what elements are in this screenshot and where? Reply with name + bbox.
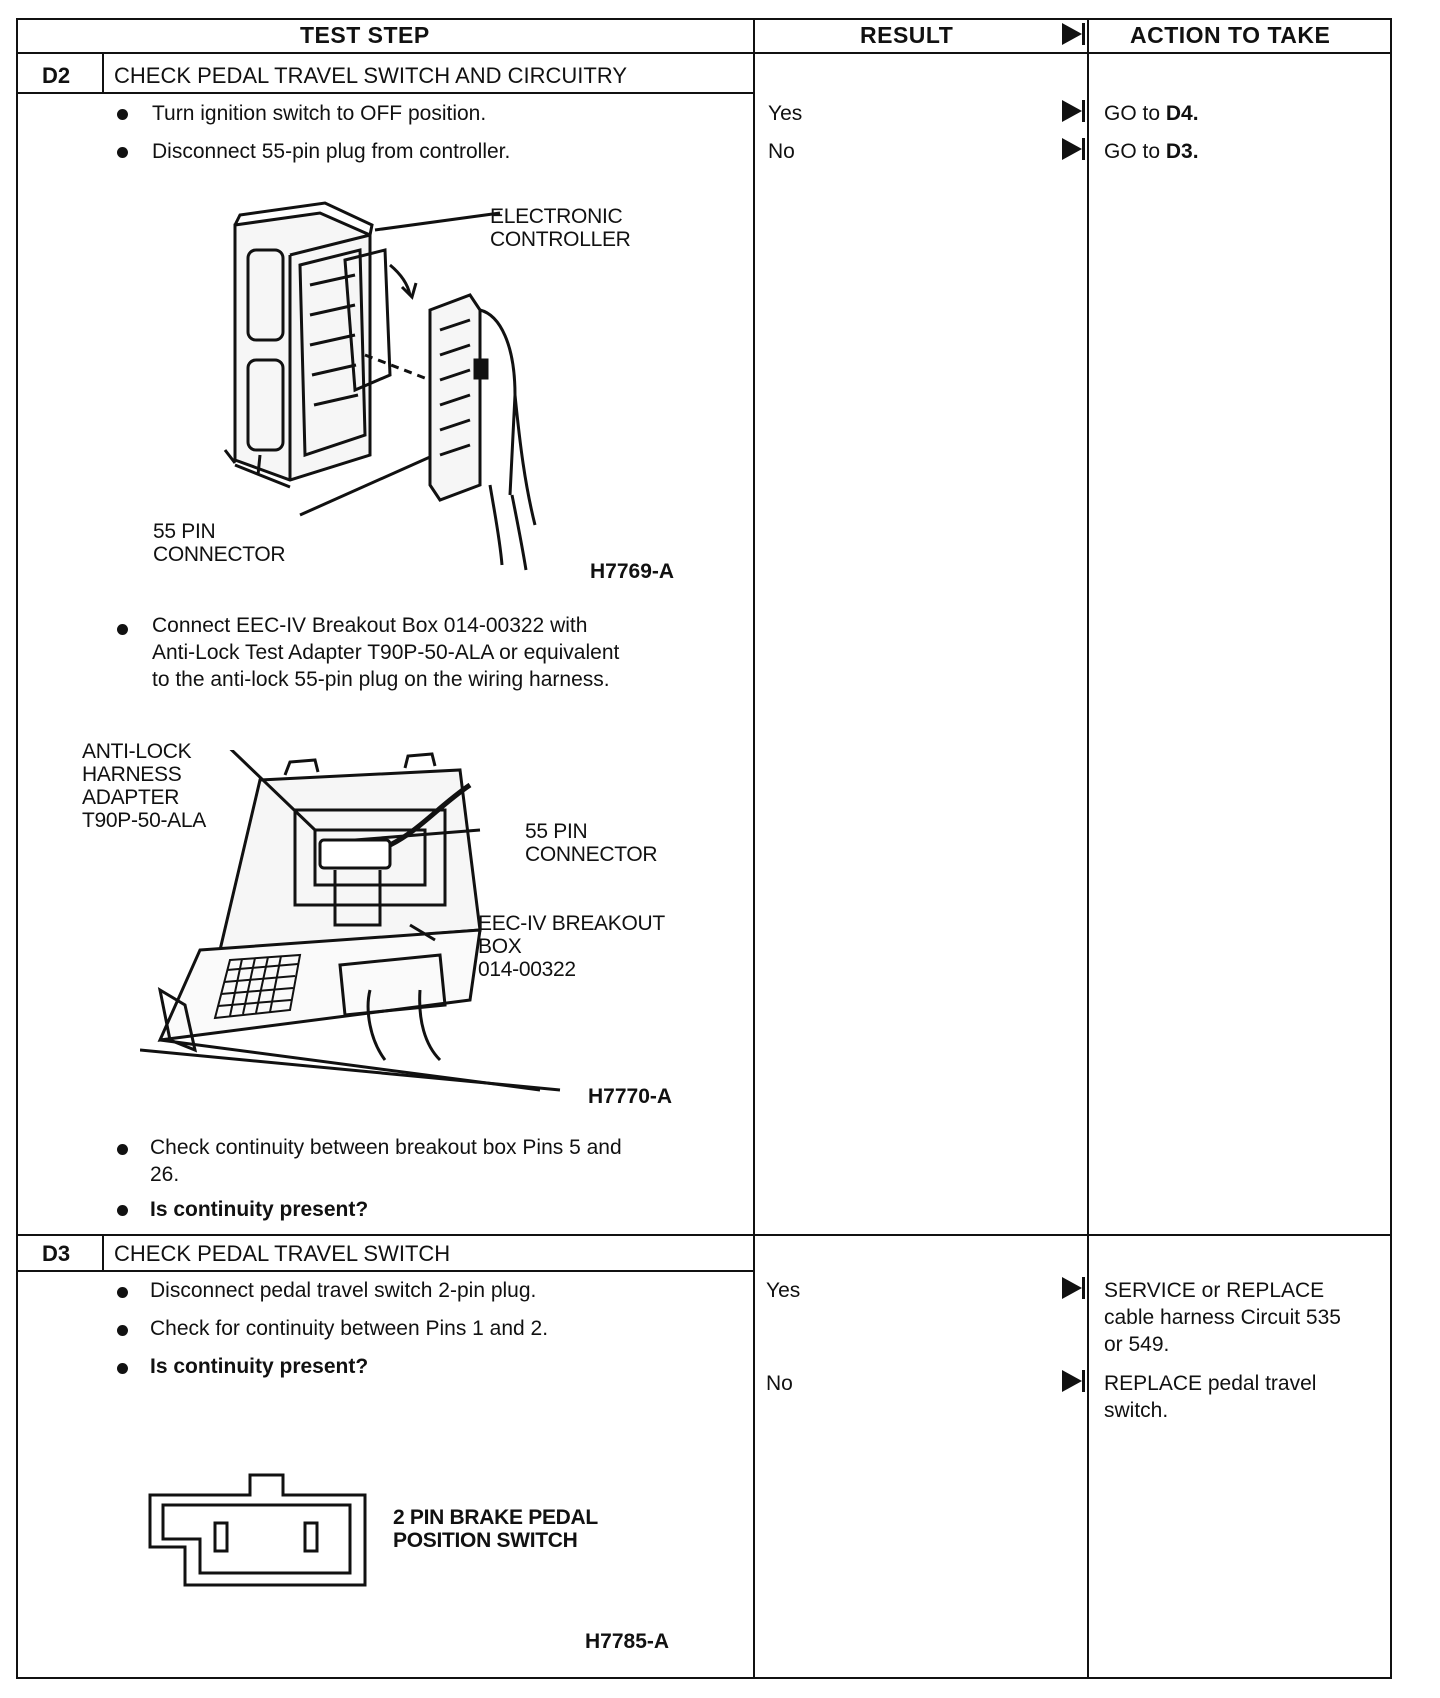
d3-title-rule [16,1270,755,1272]
table-bottom-rule [16,1677,1392,1679]
action-prefix: GO to [1104,140,1166,163]
d2-title: CHECK PEDAL TRAVEL SWITCH AND CIRCUITRY [114,63,628,88]
label-electronic-controller: ELECTRONIC CONTROLLER [490,205,631,251]
step-line: to the anti-lock 55-pin plug on the wiri… [152,668,610,691]
d3-step-2: Check for continuity between Pins 1 and … [150,1317,549,1340]
d3-result-no: No [766,1372,793,1395]
label-line: ADAPTER [82,786,180,809]
d2-step-2: Disconnect 55-pin plug from controller. [152,140,511,163]
d2-result-no: No [768,140,795,163]
action-line: cable harness Circuit 535 [1104,1306,1341,1329]
header-action: ACTION TO TAKE [1130,22,1331,48]
step-line: Anti-Lock Test Adapter T90P-50-ALA or eq… [152,641,620,664]
figure-id: H7769-A [590,560,675,583]
label-line: 55 PIN [153,520,216,543]
d2-action-yes: GO to D4. [1104,100,1199,127]
action-target: D4. [1165,102,1199,125]
bullet-icon [117,1363,128,1374]
label-line: ELECTRONIC [490,205,623,228]
header-test-step: TEST STEP [300,22,430,48]
action-prefix: GO to [1104,102,1166,125]
action-line: switch. [1104,1399,1169,1422]
table-top-rule [16,18,1392,20]
d3-question: Is continuity present? [150,1355,369,1378]
d2-title-rule [16,92,755,94]
bullet-icon [117,1325,128,1336]
step-line: Check continuity between breakout box Pi… [150,1136,622,1159]
label-line: CONTROLLER [490,228,631,251]
controller-connector-illustration [223,201,537,571]
bullet-icon [117,1144,128,1155]
right-border [1390,18,1392,1679]
label-line: BOX [478,935,522,958]
action-line: REPLACE pedal travel [1104,1372,1317,1395]
step-line: Connect EEC-IV Breakout Box 014-00322 wi… [152,614,588,637]
d3-action-no: REPLACE pedal travel switch. [1104,1370,1316,1424]
breakout-box-illustration [140,750,561,1092]
label-line: HARNESS [82,763,182,786]
d2-code: D2 [42,63,71,88]
label-line: CONNECTOR [153,543,286,566]
label-line: 2 PIN BRAKE PEDAL [393,1506,598,1529]
label-line: POSITION SWITCH [393,1529,578,1552]
left-border [16,18,18,1679]
header-result: RESULT [860,22,954,48]
bullet-icon [117,1205,128,1216]
label-55-pin-connector: 55 PIN CONNECTOR [525,820,658,866]
action-line: SERVICE or REPLACE [1104,1279,1325,1302]
d2-code-rule [102,52,104,94]
d3-action-yes: SERVICE or REPLACE cable harness Circuit… [1104,1277,1341,1358]
d3-top-rule [16,1234,1392,1236]
d3-title: CHECK PEDAL TRAVEL SWITCH [114,1241,451,1266]
label-line: CONNECTOR [525,843,658,866]
d3-step-1: Disconnect pedal travel switch 2-pin plu… [150,1279,537,1302]
d2-step-3: Connect EEC-IV Breakout Box 014-00322 wi… [152,612,619,693]
d3-result-yes: Yes [766,1279,801,1302]
label-anti-lock-harness-adapter: ANTI-LOCK HARNESS ADAPTER T90P-50-ALA [82,740,206,832]
label-eec-iv-breakout-box: EEC-IV BREAKOUT BOX 014-00322 [478,912,665,981]
action-column-rule [1087,18,1089,1679]
d2-step-1: Turn ignition switch to OFF position. [152,102,487,125]
result-column-rule [753,18,755,1679]
figure-id: H7785-A [585,1630,670,1653]
two-pin-switch-connector-illustration [148,1473,367,1587]
label-line: 55 PIN [525,820,588,843]
bullet-icon [117,147,128,158]
d3-code-rule [102,1234,104,1272]
label-line: T90P-50-ALA [82,809,206,832]
d2-action-no: GO to D3. [1104,138,1199,165]
label-line: 014-00322 [478,958,576,981]
label-55-pin-connector: 55 PIN CONNECTOR [153,520,286,566]
label-line: ANTI-LOCK [82,740,192,763]
d2-result-yes: Yes [768,102,803,125]
d2-question: Is continuity present? [150,1198,369,1221]
label-line: EEC-IV BREAKOUT [478,912,665,935]
bullet-icon [117,624,128,635]
step-line: 26. [150,1163,180,1186]
figure-id: H7770-A [588,1085,673,1108]
action-target: D3. [1165,140,1199,163]
header-bottom-rule [16,52,1392,54]
bullet-icon [117,1287,128,1298]
bullet-icon [117,109,128,120]
action-line: or 549. [1104,1333,1170,1356]
d2-step-4: Check continuity between breakout box Pi… [150,1134,622,1188]
label-2-pin-brake-pedal-position-switch: 2 PIN BRAKE PEDAL POSITION SWITCH [393,1506,598,1552]
d3-code: D3 [42,1241,71,1266]
